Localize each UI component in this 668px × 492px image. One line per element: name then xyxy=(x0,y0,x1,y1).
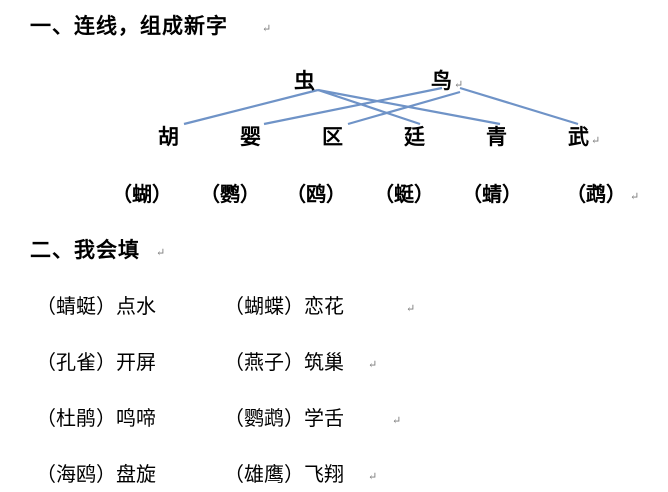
line-chong-ting xyxy=(317,88,421,126)
paragraph-mark: ↵ xyxy=(368,470,378,483)
fill-item: （蜻蜓）点水 xyxy=(36,294,156,318)
section2-title: 二、我会填 xyxy=(30,237,140,262)
paragraph-mark: ↵ xyxy=(156,246,166,259)
answer-3: （鸥） xyxy=(286,182,346,206)
root-niao: 鸟 xyxy=(431,68,452,93)
char-hu: 胡 xyxy=(158,124,179,149)
line-chong-hu xyxy=(183,88,319,126)
fill-item: （孔雀）开屏 xyxy=(36,350,156,374)
paragraph-mark: ↵ xyxy=(591,134,601,147)
paragraph-mark: ↵ xyxy=(630,190,640,203)
answer-2: （鹦） xyxy=(200,182,260,206)
fill-item: （蝴蝶）恋花 xyxy=(224,294,344,318)
paragraph-mark: ↵ xyxy=(406,302,416,315)
line-niao-ying xyxy=(263,86,443,126)
paragraph-mark: ↵ xyxy=(454,78,464,91)
fill-item: （杜鹃）鸣啼 xyxy=(36,406,156,430)
fill-item: （雄鹰）飞翔 xyxy=(224,462,344,486)
char-ying: 婴 xyxy=(240,124,261,149)
section1-title: 一、连线，组成新字 xyxy=(30,13,228,38)
line-niao-wu xyxy=(459,86,579,126)
fill-item: （海鸥）盘旋 xyxy=(36,462,156,486)
char-qu: 区 xyxy=(322,124,343,149)
fill-item: （燕子）筑巢 xyxy=(224,350,344,374)
char-qing: 青 xyxy=(486,124,507,149)
answer-6: （鹉） xyxy=(566,182,626,206)
line-niao-ou xyxy=(347,90,461,126)
answer-1: （蝴） xyxy=(112,182,172,206)
char-ting: 廷 xyxy=(404,124,425,149)
char-wu: 武 xyxy=(568,124,589,149)
fill-item: （鹦鹉）学舌 xyxy=(224,406,344,430)
paragraph-mark: ↵ xyxy=(368,358,378,371)
paragraph-mark: ↵ xyxy=(392,414,402,427)
answer-4: （蜓） xyxy=(374,182,434,206)
answer-5: （蜻） xyxy=(462,182,522,206)
paragraph-mark: ↵ xyxy=(262,22,272,35)
root-chong: 虫 xyxy=(294,68,315,93)
